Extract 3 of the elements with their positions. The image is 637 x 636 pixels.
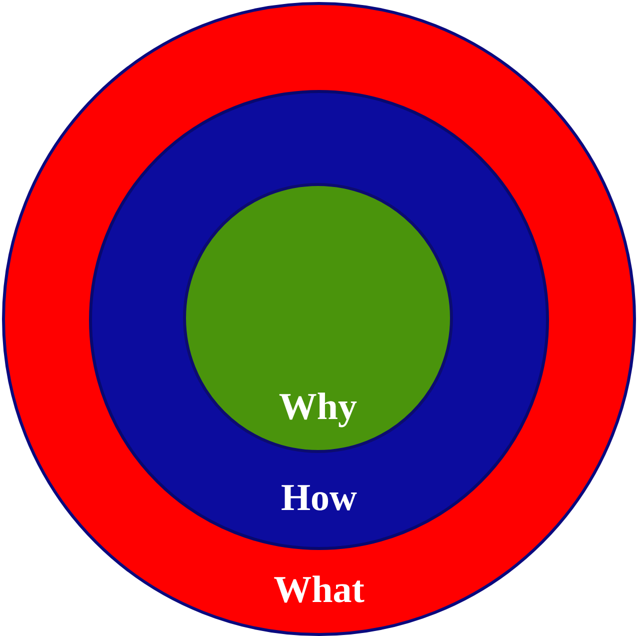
- circle-label: Why: [278, 388, 358, 426]
- ring-label: What: [274, 570, 364, 609]
- ring-label: How: [280, 478, 357, 517]
